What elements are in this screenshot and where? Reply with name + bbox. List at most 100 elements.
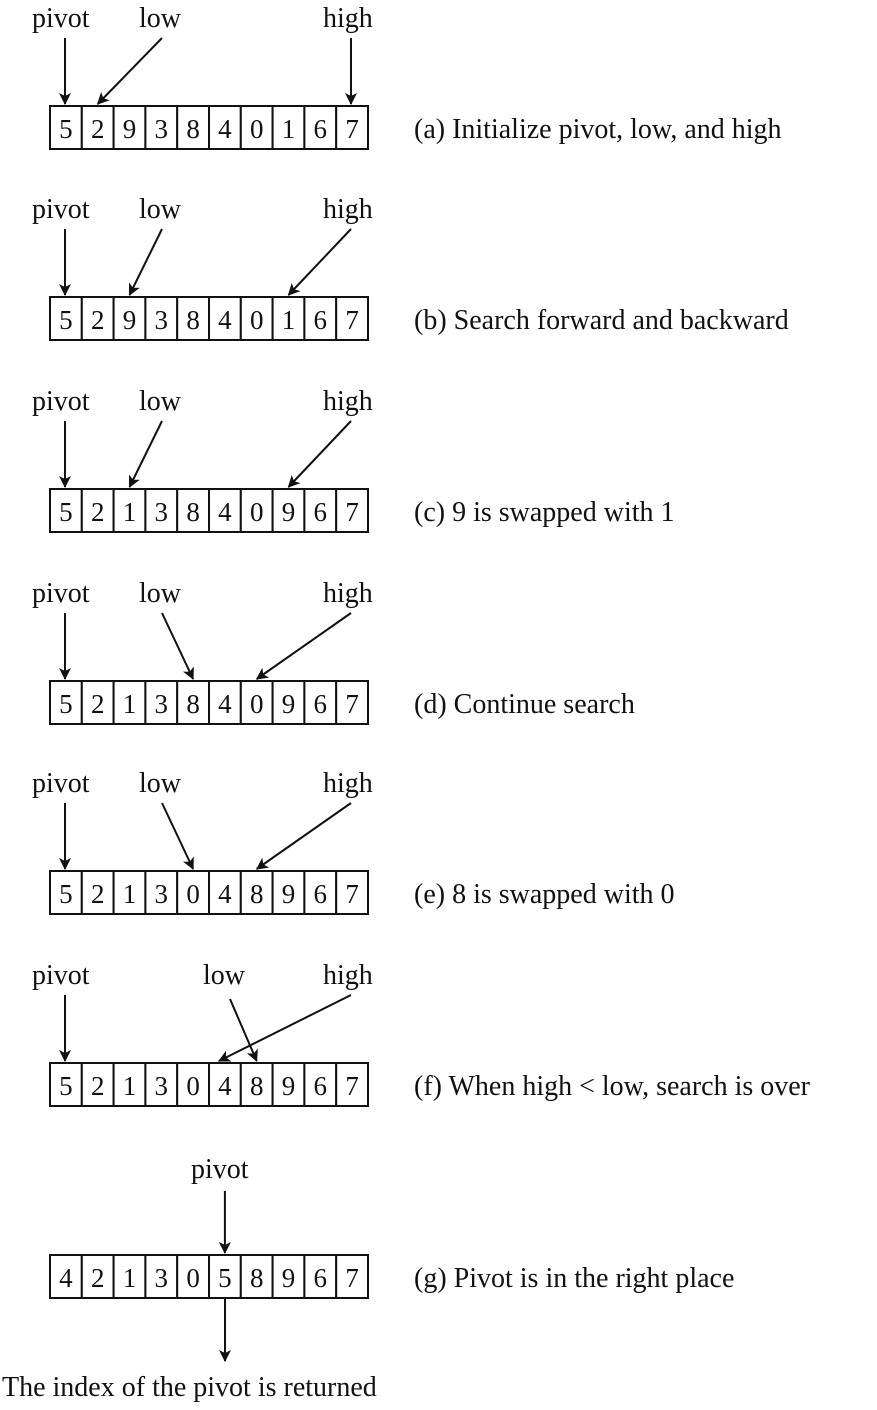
cell-value: 0	[186, 879, 200, 909]
array-cell	[176, 105, 210, 150]
array-cell	[80, 296, 115, 341]
cell-value: 3	[155, 689, 169, 719]
cell-value: 0	[250, 497, 264, 527]
cell-value: 7	[345, 114, 359, 144]
array-cell	[49, 488, 83, 533]
low-arrow	[96, 37, 163, 105]
cell-value: 8	[186, 114, 200, 144]
array-cell	[208, 680, 242, 725]
cell-value: 8	[186, 305, 200, 335]
pivot-label: pivot	[32, 578, 90, 609]
array-cell	[303, 870, 338, 915]
array-cell	[112, 1062, 147, 1107]
cell-value: 7	[345, 879, 359, 909]
pivot-label: pivot	[32, 768, 90, 799]
array-cell	[112, 488, 147, 533]
array-cell	[335, 296, 370, 341]
cell-value: 6	[314, 1263, 328, 1293]
array-cell	[239, 1254, 274, 1299]
low-arrow	[161, 612, 195, 680]
cell-value: 5	[59, 1071, 73, 1101]
low-label: low	[139, 578, 182, 609]
array-cell	[303, 488, 338, 533]
array-cell	[271, 1062, 306, 1107]
cell-value: 1	[123, 1071, 137, 1101]
array-cell	[271, 105, 306, 150]
cell-value: 8	[186, 689, 200, 719]
cell-value: 7	[345, 689, 359, 719]
cell-value: 1	[123, 879, 137, 909]
step-caption: (a) Initialize pivot, low, and high	[414, 114, 782, 145]
cell-value: 5	[59, 879, 73, 909]
cell-value: 3	[155, 879, 169, 909]
cell-value: 8	[186, 497, 200, 527]
array-cell	[335, 870, 370, 915]
array-cell	[112, 105, 147, 150]
low-arrow	[128, 228, 163, 296]
cell-value: 8	[250, 879, 264, 909]
cell-value: 1	[282, 305, 296, 335]
high-arrow	[287, 228, 352, 296]
cell-value: 6	[314, 1071, 328, 1101]
cell-value: 4	[218, 114, 232, 144]
cell-value: 1	[123, 497, 137, 527]
step-caption: (b) Search forward and backward	[414, 305, 789, 336]
array-cell	[239, 870, 274, 915]
low-label: low	[139, 768, 182, 799]
cell-value: 8	[250, 1071, 264, 1101]
array-cell	[80, 1254, 115, 1299]
low-label: low	[139, 386, 182, 417]
cell-value: 4	[218, 305, 232, 335]
array-cell	[271, 680, 306, 725]
array-cell	[176, 488, 210, 533]
step-caption: (d) Continue search	[414, 689, 635, 720]
high-arrow	[255, 612, 352, 680]
high-label: high	[323, 960, 373, 991]
pivot-label: pivot	[191, 1154, 249, 1185]
cell-value: 0	[250, 114, 264, 144]
cell-value: 0	[250, 305, 264, 335]
cell-value: 5	[59, 689, 73, 719]
array-cell	[335, 488, 370, 533]
cell-value: 7	[345, 305, 359, 335]
cell-value: 6	[314, 114, 328, 144]
cell-value: 4	[218, 1071, 232, 1101]
cell-value: 6	[314, 879, 328, 909]
array-cell	[80, 488, 115, 533]
pivot-label: pivot	[32, 960, 90, 991]
array-cell	[80, 1062, 115, 1107]
step-caption: (g) Pivot is in the right place	[414, 1263, 734, 1294]
array-cell	[144, 870, 179, 915]
array-cell	[208, 296, 242, 341]
cell-value: 3	[155, 1263, 169, 1293]
cell-value: 7	[345, 497, 359, 527]
low-label: low	[203, 960, 246, 991]
cell-value: 0	[186, 1071, 200, 1101]
array-cell	[176, 296, 210, 341]
low-label: low	[139, 194, 182, 225]
pivot-label: pivot	[32, 3, 90, 34]
cell-value: 9	[123, 305, 137, 335]
array-cell	[303, 105, 338, 150]
cell-value: 6	[314, 305, 328, 335]
cell-value: 2	[91, 879, 105, 909]
cell-value: 2	[91, 305, 105, 335]
cell-value: 6	[314, 689, 328, 719]
array-cell	[49, 105, 83, 150]
cell-value: 4	[218, 879, 232, 909]
cell-value: 1	[123, 1263, 137, 1293]
cell-value: 9	[282, 1071, 296, 1101]
cell-value: 2	[91, 114, 105, 144]
cell-value: 4	[218, 689, 232, 719]
